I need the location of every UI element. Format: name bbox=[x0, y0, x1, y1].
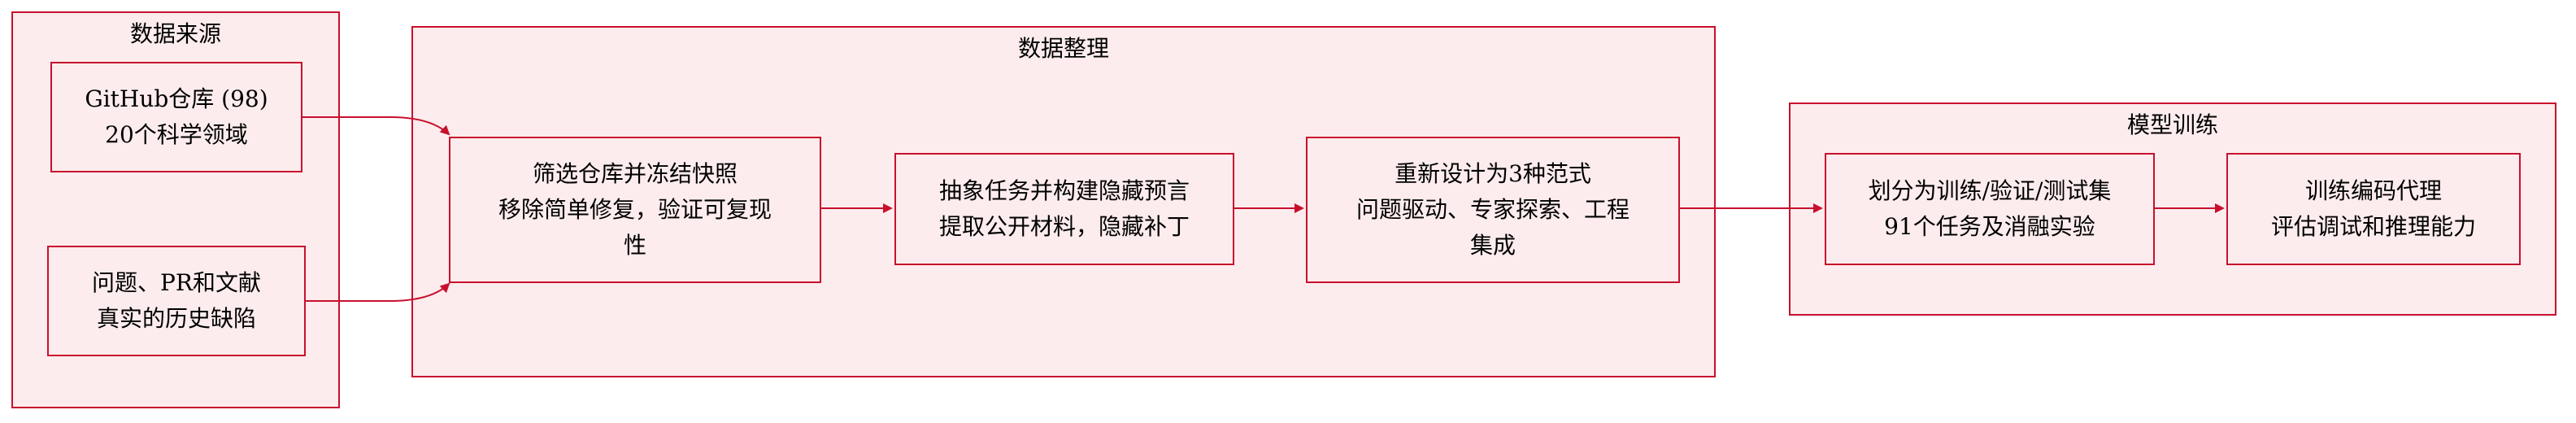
group-title-data-curation: 数据整理 bbox=[1017, 35, 1109, 62]
node-issues-line2: 真实的历史缺陷 bbox=[96, 305, 256, 332]
edge-github-to-filter bbox=[302, 116, 450, 136]
node-github-repos: GitHub仓库 (98) 20个科学领域 bbox=[50, 62, 302, 172]
node-train-line1: 训练编码代理 bbox=[2304, 177, 2442, 204]
node-filter-line1: 筛选仓库并冻结快照 bbox=[532, 160, 738, 187]
node-abstract-line1: 抽象任务并构建隐藏预言 bbox=[938, 177, 1190, 204]
node-redesign-line2: 问题驱动、专家探索、工程 bbox=[1355, 196, 1630, 223]
node-train-agent: 训练编码代理 评估调试和推理能力 bbox=[2226, 153, 2521, 265]
edge-issues-to-filter bbox=[306, 282, 450, 302]
node-train-line2: 评估调试和推理能力 bbox=[2270, 213, 2476, 240]
node-split-datasets: 划分为训练/验证/测试集 91个任务及消融实验 bbox=[1825, 153, 2155, 265]
node-github-line2: 20个科学领域 bbox=[105, 121, 248, 148]
node-abstract-line2: 提取公开材料，隐藏补丁 bbox=[938, 213, 1190, 240]
node-split-line1: 划分为训练/验证/测试集 bbox=[1868, 177, 2112, 204]
node-filter-line3: 性 bbox=[623, 232, 646, 259]
node-filter-line2: 移除简单修复，验证可复现 bbox=[498, 196, 772, 223]
node-abstract-tasks: 抽象任务并构建隐藏预言 提取公开材料，隐藏补丁 bbox=[894, 153, 1234, 265]
group-title-data-source: 数据来源 bbox=[129, 20, 221, 47]
node-github-line1: GitHub仓库 (98) bbox=[85, 85, 268, 112]
group-title-model-training: 模型训练 bbox=[2126, 111, 2218, 138]
node-redesign-line3: 集成 bbox=[1469, 232, 1516, 259]
node-redesign-paradigms: 重新设计为3种范式 问题驱动、专家探索、工程 集成 bbox=[1306, 137, 1680, 283]
node-split-line2: 91个任务及消融实验 bbox=[1884, 213, 2095, 240]
node-issues-line1: 问题、PR和文献 bbox=[92, 269, 261, 296]
node-redesign-line1: 重新设计为3种范式 bbox=[1395, 160, 1591, 187]
node-filter-repos: 筛选仓库并冻结快照 移除简单修复，验证可复现 性 bbox=[449, 137, 821, 283]
node-issues-prs: 问题、PR和文献 真实的历史缺陷 bbox=[47, 246, 306, 356]
